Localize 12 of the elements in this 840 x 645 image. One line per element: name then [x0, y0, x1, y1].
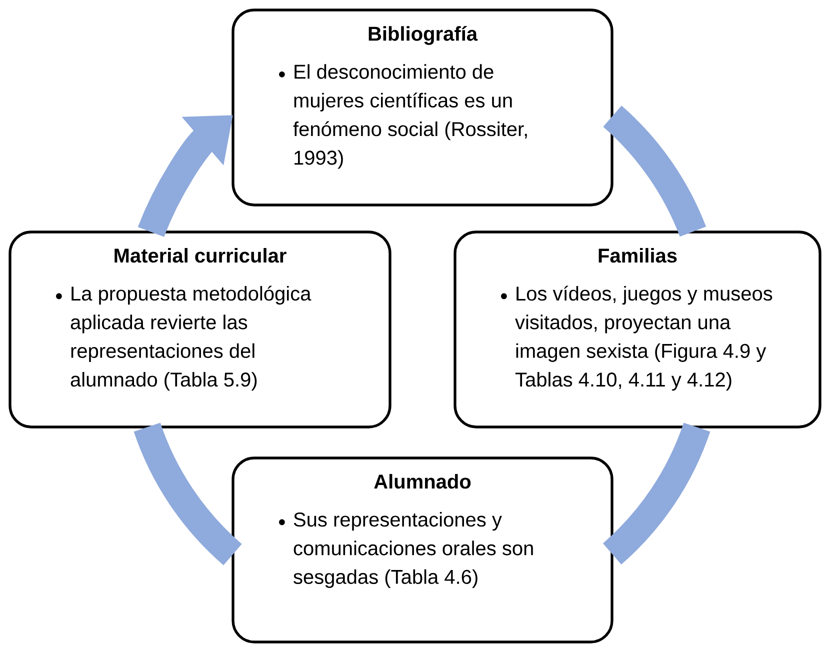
- box-title: Bibliografía: [368, 26, 478, 45]
- bullet-text: El desconocimiento de mujeres científicas es un fenómeno social (Rossiter, 1993): [293, 64, 527, 169]
- process-box: [8, 230, 392, 428]
- bullet-text: Los vídeos, juegos y museos visitados, proyectan una imagen sexista (Figura 4.9 y Tablas 4.10, 4.11 y 4.12): [515, 286, 772, 391]
- box-title: Familias: [598, 248, 677, 263]
- box-title: Alumnado: [374, 474, 471, 489]
- process-box: [232, 8, 614, 206]
- process-box: [232, 456, 614, 644]
- bullet-text: Sus representaciones y comunicaciones orales son sesgadas (Tabla 4.6): [294, 512, 533, 588]
- process-box: [454, 230, 822, 428]
- bullet-text: La propuesta metodológica aplicada revierte las representaciones del alumnado (Tabla 5.9): [70, 286, 312, 391]
- box-title: Material curricular: [114, 248, 286, 263]
